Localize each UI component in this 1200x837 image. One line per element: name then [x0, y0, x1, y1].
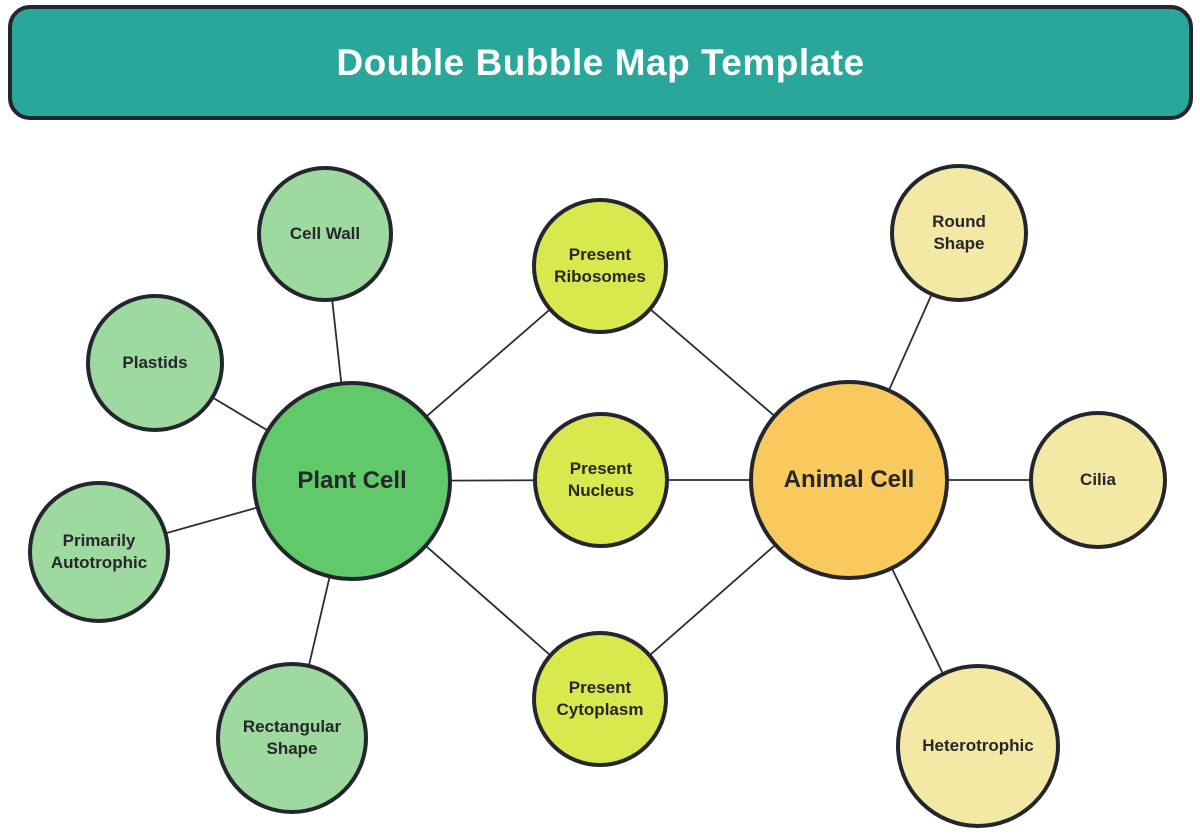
node-animal-cell[interactable]: Animal Cell — [749, 380, 949, 580]
node-present-ribosomes-label: Present Ribosomes — [554, 244, 646, 286]
node-present-nucleus[interactable]: Present Nucleus — [533, 412, 669, 548]
node-present-nucleus-label: Present Nucleus — [567, 458, 635, 500]
node-present-cytoplasm-label: Present Cytoplasm — [556, 677, 644, 719]
node-rectangular-shape[interactable]: Rectangular Shape — [216, 662, 368, 814]
page-title: Double Bubble Map Template — [336, 41, 865, 83]
node-animal-cell-label: Animal Cell — [783, 466, 915, 494]
node-plant-cell[interactable]: Plant Cell — [252, 381, 452, 581]
node-round-shape-label: Round Shape — [932, 211, 986, 253]
node-primarily-autotrophic[interactable]: Primarily Autotrophic — [28, 481, 170, 623]
node-round-shape[interactable]: Round Shape — [890, 164, 1028, 302]
node-present-cytoplasm[interactable]: Present Cytoplasm — [532, 631, 668, 767]
node-rectangular-shape-label: Rectangular Shape — [242, 716, 342, 758]
node-heterotrophic-label: Heterotrophic — [922, 735, 1034, 755]
node-cilia[interactable]: Cilia — [1029, 411, 1167, 549]
title-banner: Double Bubble Map Template — [8, 5, 1193, 120]
node-plastids[interactable]: Plastids — [86, 294, 224, 432]
node-cell-wall-label: Cell Wall — [289, 223, 361, 243]
node-cilia-label: Cilia — [1080, 469, 1116, 489]
node-plant-cell-label: Plant Cell — [297, 467, 407, 495]
node-primarily-autotrophic-label: Primarily Autotrophic — [50, 530, 148, 572]
node-plastids-label: Plastids — [122, 352, 188, 372]
node-present-ribosomes[interactable]: Present Ribosomes — [532, 198, 668, 334]
node-heterotrophic[interactable]: Heterotrophic — [896, 664, 1060, 828]
node-cell-wall[interactable]: Cell Wall — [257, 166, 393, 302]
